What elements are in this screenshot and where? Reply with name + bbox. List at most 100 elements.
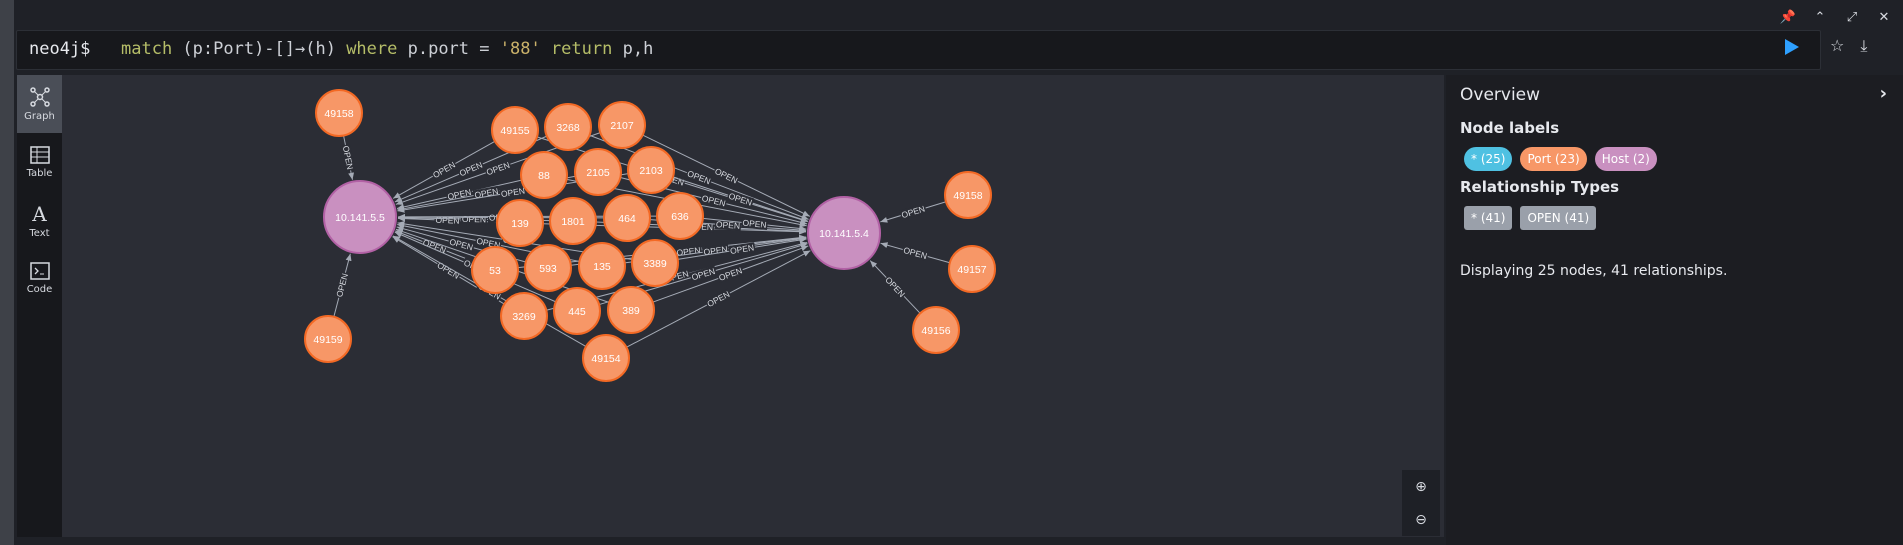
- port-node[interactable]: [574, 148, 622, 196]
- chevron-right-icon[interactable]: ›: [1879, 83, 1887, 104]
- port-node[interactable]: [603, 194, 651, 242]
- port-node[interactable]: [500, 292, 548, 340]
- port-node-label: 49155: [500, 125, 529, 137]
- relationship-label: OPEN: [435, 215, 459, 226]
- relationship-label-bg: [901, 244, 930, 262]
- sidebar-item-text[interactable]: A Text: [17, 191, 62, 249]
- relationship-label: OPEN: [334, 272, 350, 298]
- relationship-label-bg: [420, 236, 449, 256]
- node-label-chip-all[interactable]: * (25): [1464, 147, 1513, 171]
- port-node-label: 389: [622, 305, 640, 317]
- port-node[interactable]: [471, 246, 519, 294]
- port-node[interactable]: [582, 334, 630, 382]
- node-labels-title: Node labels: [1460, 119, 1560, 137]
- node-label-chip-port[interactable]: Port (23): [1520, 147, 1587, 171]
- port-node-label: 2105: [586, 167, 610, 179]
- relationship-label-bg: [499, 185, 527, 200]
- port-node-label: 49156: [921, 325, 950, 337]
- relationship-label-bg: [899, 203, 928, 221]
- port-node-label: 593: [539, 263, 557, 275]
- port-node[interactable]: [549, 197, 597, 245]
- relationship-label: OPEN: [341, 145, 356, 171]
- port-node[interactable]: [578, 242, 626, 290]
- port-node[interactable]: [520, 151, 568, 199]
- graph-icon: [29, 86, 50, 107]
- relationship-label-bg: [741, 217, 768, 231]
- query-token: where: [346, 39, 398, 59]
- collapse-up-icon[interactable]: ⌃: [1814, 9, 1826, 25]
- query-token: (p:Port)-[]→(h): [172, 39, 347, 59]
- port-node[interactable]: [315, 89, 363, 137]
- table-icon: [29, 145, 50, 164]
- sidebar-item-code[interactable]: Code: [17, 249, 62, 307]
- port-node[interactable]: [544, 103, 592, 151]
- port-node[interactable]: [631, 239, 679, 287]
- overview-panel: Overview › Node labels * (25) Port (23) …: [1446, 75, 1903, 545]
- sidebar-item-label: Code: [26, 283, 53, 295]
- port-node-label: 139: [511, 218, 529, 230]
- relationship-label-bg: [340, 143, 356, 172]
- sidebar-item-graph[interactable]: Graph: [17, 75, 62, 133]
- relationship-label: OPEN: [717, 265, 743, 283]
- view-sidebar: Graph Table A Text Code: [17, 75, 62, 537]
- query-token: '88': [499, 39, 541, 59]
- overview-title: Overview: [1460, 85, 1541, 105]
- run-icon[interactable]: [1785, 39, 1799, 55]
- host-node[interactable]: [807, 196, 881, 270]
- relationship-label-bg: [472, 185, 501, 201]
- relationship-label-bg: [716, 264, 745, 284]
- port-node[interactable]: [607, 286, 655, 334]
- port-node[interactable]: [627, 146, 675, 194]
- relationship-label: OPEN: [713, 166, 739, 186]
- port-node[interactable]: [304, 315, 352, 363]
- query-token: p,h: [612, 39, 654, 59]
- query-token: match: [121, 39, 173, 59]
- port-node-label: 445: [568, 306, 586, 318]
- sidebar-item-table[interactable]: Table: [17, 133, 62, 191]
- relationship-label-bg: [456, 159, 485, 179]
- port-node[interactable]: [944, 171, 992, 219]
- text-icon: A: [32, 201, 47, 226]
- port-node-label: 464: [618, 213, 636, 225]
- sidebar-item-label: Text: [29, 227, 50, 239]
- port-node[interactable]: [912, 306, 960, 354]
- close-icon[interactable]: ✕: [1878, 9, 1890, 25]
- port-node[interactable]: [524, 244, 572, 292]
- relationship-label: OPEN: [458, 160, 484, 179]
- port-node-label: 53: [489, 265, 501, 277]
- host-node-label: 10.141.5.5: [335, 212, 385, 224]
- port-node-label: 636: [671, 211, 689, 223]
- zoom-controls: ⊕ ⊖: [1402, 470, 1440, 536]
- download-icon[interactable]: ⤓: [1860, 36, 1868, 55]
- query-text[interactable]: match (p:Port)-[]→(h) where p.port = '88…: [121, 39, 653, 59]
- query-editor[interactable]: neo4j$ match (p:Port)-[]→(h) where p.por…: [16, 30, 1821, 70]
- relationship-label-bg: [702, 243, 730, 258]
- rel-type-chip-open[interactable]: OPEN (41): [1520, 206, 1597, 230]
- rel-types-chips: * (41) OPEN (41): [1464, 206, 1597, 230]
- expand-icon[interactable]: ⤢: [1846, 9, 1858, 25]
- port-node[interactable]: [553, 287, 601, 335]
- pin-icon[interactable]: 📌: [1779, 9, 1797, 25]
- port-node[interactable]: [598, 101, 646, 149]
- editor-prompt: neo4j$: [29, 39, 91, 59]
- host-node[interactable]: [323, 180, 397, 254]
- relationship-label-bg: [726, 190, 755, 208]
- port-node[interactable]: [948, 245, 996, 293]
- rel-type-chip-all[interactable]: * (41): [1464, 206, 1513, 230]
- port-node[interactable]: [496, 199, 544, 247]
- zoom-out-icon[interactable]: ⊖: [1415, 511, 1427, 528]
- node-label-chip-host[interactable]: Host (2): [1594, 147, 1657, 171]
- port-node[interactable]: [491, 106, 539, 154]
- relationship-label-bg: [434, 259, 463, 282]
- zoom-in-icon[interactable]: ⊕: [1415, 478, 1427, 495]
- relationship-label-bg: [689, 265, 718, 283]
- display-summary: Displaying 25 nodes, 41 relationships.: [1460, 263, 1728, 279]
- relationship-label: OPEN: [474, 186, 500, 200]
- sidebar-item-label: Table: [26, 167, 53, 179]
- favorite-star-icon[interactable]: ☆: [1830, 36, 1845, 55]
- relationship-label-bg: [447, 236, 476, 253]
- code-icon: [29, 261, 50, 280]
- port-node[interactable]: [656, 192, 704, 240]
